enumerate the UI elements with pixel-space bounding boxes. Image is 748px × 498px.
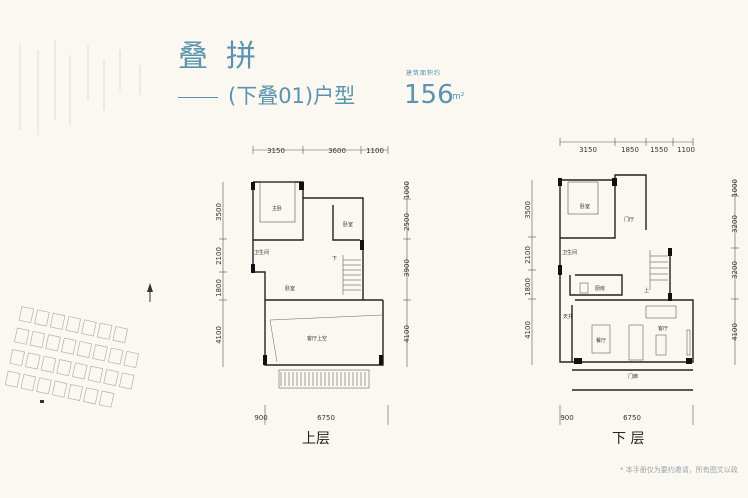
dim-left-3: 1800 xyxy=(524,278,532,296)
stair-down-mark: 下 xyxy=(332,256,337,262)
disclaimer-note: * 本手册仅为要约邀请，所有图文以政 xyxy=(620,466,738,474)
dim-left-1: 3500 xyxy=(524,201,532,219)
dim-bottom-2: 6750 xyxy=(623,414,641,422)
dim-right-2: 3200 xyxy=(731,215,739,233)
dim-right-1: 1000 xyxy=(731,179,739,197)
upper-floor-label: 上层 xyxy=(302,431,330,447)
dim-left-4: 4100 xyxy=(524,321,532,339)
decorative-lines xyxy=(19,40,141,135)
dim-bottom-1: 900 xyxy=(560,414,573,422)
area-number: 156 xyxy=(404,80,454,110)
room-bathroom: 卫生间 xyxy=(254,249,269,256)
unit-marker xyxy=(40,400,44,403)
room-master-bedroom: 主卧 xyxy=(272,205,282,212)
room-dining: 餐厅 xyxy=(596,337,606,344)
dim-bottom-2: 6750 xyxy=(317,414,335,422)
room-bathroom: 卫生间 xyxy=(562,249,577,256)
site-plan xyxy=(4,283,153,408)
dim-left-2: 2100 xyxy=(524,246,532,264)
stair-up-mark: 上 xyxy=(644,287,649,294)
page-title: 叠拼 xyxy=(178,39,274,74)
dim-top-2: 1850 xyxy=(621,146,639,154)
lower-floor-plan: 3150 1850 1550 1100 900 6750 3500 2100 1… xyxy=(524,138,739,425)
dim-right-2: 2500 xyxy=(403,213,411,231)
dim-bottom-1: 900 xyxy=(254,414,267,422)
room-living: 客厅 xyxy=(658,325,668,332)
room-bedroom: 卧室 xyxy=(343,221,353,228)
dim-top-2: 3600 xyxy=(328,147,346,155)
dim-right-4: 4100 xyxy=(731,323,739,341)
dim-top-4: 1100 xyxy=(677,146,695,154)
dim-top-3: 1100 xyxy=(366,147,384,155)
dim-left-3: 1800 xyxy=(215,279,223,297)
lower-floor-label: 下 层 xyxy=(612,431,645,447)
area-unit: m² xyxy=(452,92,465,102)
dim-right-3: 3900 xyxy=(403,259,411,277)
dim-top-3: 1550 xyxy=(650,146,668,154)
dim-left-2: 2100 xyxy=(215,247,223,265)
room-bedroom-2: 卧室 xyxy=(285,285,295,292)
room-foyer: 门厅 xyxy=(624,216,634,223)
title-divider xyxy=(178,97,218,98)
room-kitchen: 厨房 xyxy=(595,285,605,292)
room-porch: 门廊 xyxy=(628,373,638,380)
dim-top-1: 3150 xyxy=(579,146,597,154)
room-courtyard: 天井 xyxy=(563,313,573,320)
dim-right-1: 1000 xyxy=(403,181,411,199)
upper-floor-plan: 3150 3600 1100 900 6750 3500 2100 1800 4… xyxy=(215,146,411,425)
unit-type-subtitle: (下叠01)户型 xyxy=(228,84,356,108)
dim-left-1: 3500 xyxy=(215,203,223,221)
north-arrow-icon xyxy=(147,283,153,302)
dim-left-4: 4100 xyxy=(215,326,223,344)
dim-right-3: 3200 xyxy=(731,261,739,279)
dim-top-1: 3150 xyxy=(267,147,285,155)
room-bedroom: 卧室 xyxy=(580,203,590,210)
dim-right-4: 4100 xyxy=(403,325,411,343)
room-living-void: 客厅上空 xyxy=(307,335,327,342)
area-label: 建筑面积约 xyxy=(406,70,442,77)
